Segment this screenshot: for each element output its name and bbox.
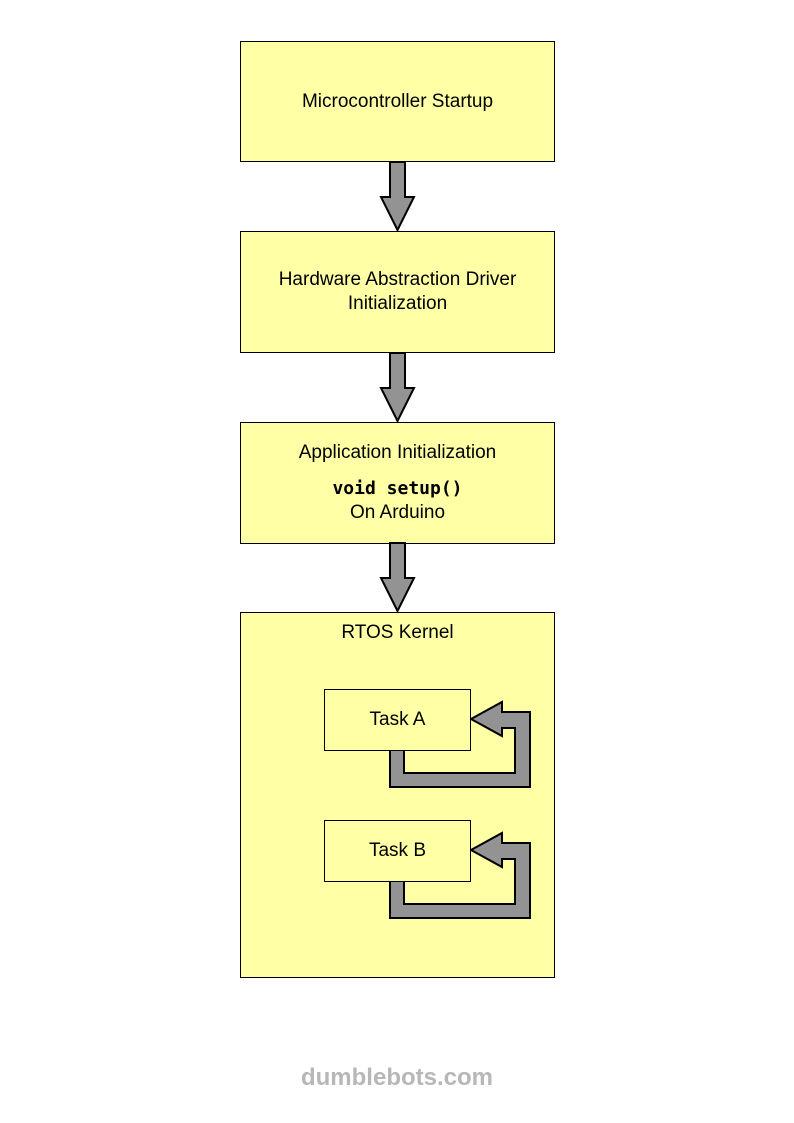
arrow-app-to-kernel [379, 542, 416, 614]
task-a-label: Task A [369, 709, 426, 730]
arrow-hal-to-app [379, 352, 416, 424]
startup-block: Microcontroller Startup [240, 41, 555, 162]
app-init-title: Application Initialization [298, 442, 497, 463]
arduino-note: On Arduino [349, 502, 446, 523]
arrow-startup-to-hal [379, 161, 416, 233]
site-watermark: dumblebots.com [300, 1064, 493, 1091]
task-b-block: Task B [324, 820, 471, 882]
task-a-block: Task A [324, 689, 471, 751]
hal-label-line2: Initialization [347, 293, 448, 314]
setup-function-code: void setup() [332, 478, 463, 499]
app-init-block: Application Initialization void setup() … [240, 422, 555, 544]
hal-label-line1: Hardware Abstraction Driver [278, 269, 517, 290]
rtos-kernel-title: RTOS Kernel [341, 622, 454, 643]
startup-label: Microcontroller Startup [301, 90, 494, 112]
loop-arrow-task-b [389, 831, 531, 919]
loop-arrow-task-a [389, 700, 531, 788]
task-b-label: Task B [368, 840, 427, 861]
